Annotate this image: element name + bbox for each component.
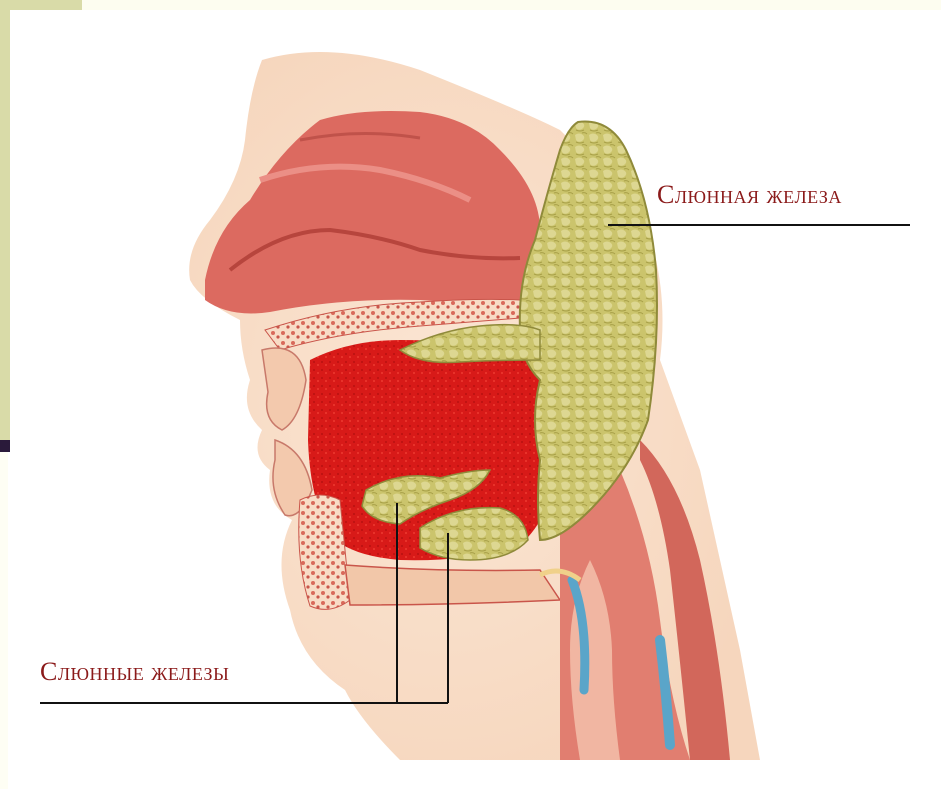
- floor-bone: [345, 565, 560, 605]
- label-parotid-gland: Слюнная железа: [657, 180, 842, 210]
- label-salivary-glands: Слюнные железы: [40, 657, 229, 687]
